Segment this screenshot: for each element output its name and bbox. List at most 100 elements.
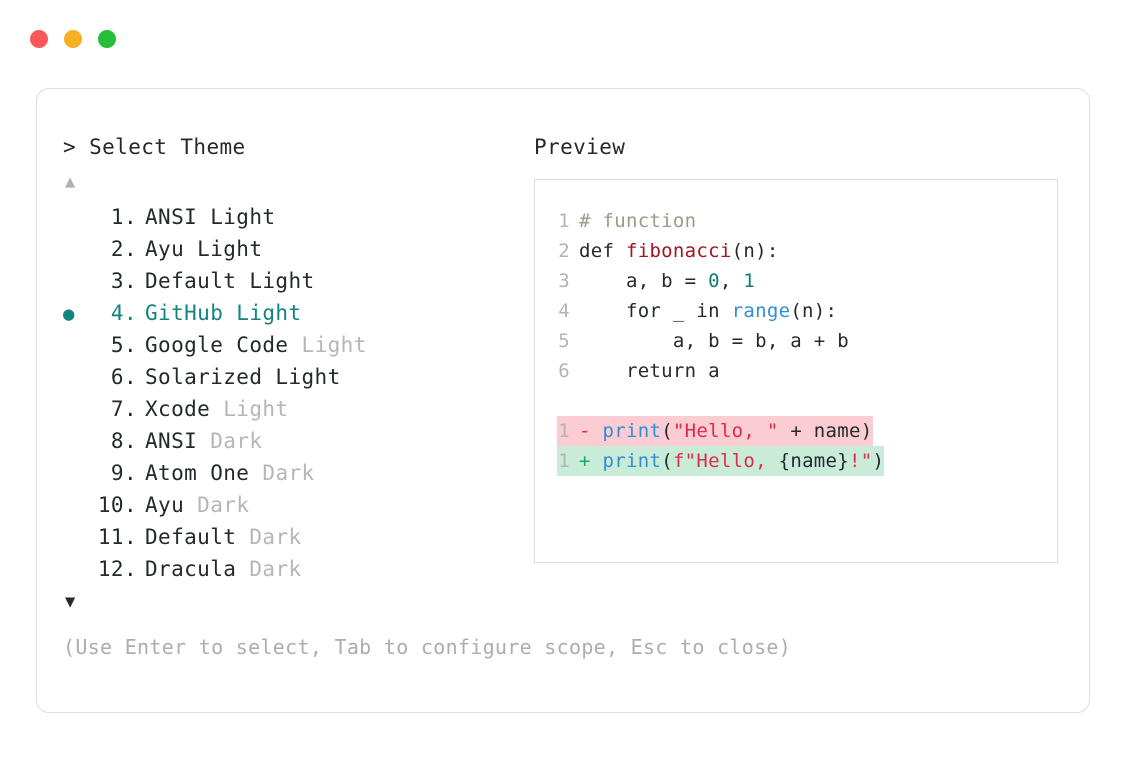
code-line: 1 # function [557,206,1057,236]
theme-item-variant: Dark [184,493,250,517]
theme-list-item[interactable]: 7. Xcode Light [63,393,533,425]
code-token: (n): [790,300,838,322]
line-number: 5 [558,330,570,352]
theme-item-name: GitHub Light [145,301,302,325]
close-window-button[interactable] [30,30,48,48]
code-token: !" [849,450,873,472]
theme-item-name: Dracula [145,557,237,581]
code-line: 5 a, b = b, a + b [557,326,1057,356]
code-token: "Hello, " [672,420,779,442]
code-token: f"Hello, [672,450,779,472]
theme-item-index: 2. [110,237,137,261]
theme-item-name: Google Code [145,333,289,357]
code-token: + name) [778,420,873,442]
theme-list-item[interactable]: 9. Atom One Dark [63,457,533,489]
theme-item-variant: Dark [249,461,315,485]
code-token: ( [661,420,673,442]
diff-highlight: 1- print("Hello, " + name) [557,416,873,446]
line-number: 3 [558,270,570,292]
code-token: ) [872,450,885,472]
code-token: ( [661,450,673,472]
spacer [137,361,145,393]
theme-item-index: 10. [97,493,137,517]
theme-item-variant: Light [210,397,289,421]
theme-list-item[interactable]: 3. Default Light [63,265,533,297]
theme-item-name: Solarized Light [145,365,341,389]
spacer [137,201,145,233]
code-token: 1 [743,270,756,292]
spacer [137,329,145,361]
theme-item-name: Atom One [145,461,250,485]
spacer [137,553,145,585]
spacer [137,233,145,265]
diff-marker: - [579,420,603,442]
code-token: for _ in [579,300,732,322]
code-token: range [731,300,791,322]
code-token: , [719,270,744,292]
theme-item-name: Ayu Light [145,237,263,261]
code-token: print [602,420,662,442]
theme-item-index: 1. [110,205,137,229]
spacer [137,265,145,297]
theme-item-index: 12. [97,557,137,581]
theme-list-item[interactable]: ●4. GitHub Light [63,297,533,329]
code-token: {name} [778,450,850,472]
diff-line: 1- print("Hello, " + name) [557,416,1057,446]
spacer [137,457,145,489]
code-token: fibonacci [625,240,732,262]
selected-bullet-icon: ● [63,303,75,325]
theme-list-item[interactable]: 8. ANSI Dark [63,425,533,457]
line-number: 6 [558,360,570,382]
theme-list-item[interactable]: 2. Ayu Light [63,233,533,265]
line-number: 1 [558,420,570,442]
spacer [137,521,145,553]
theme-list-item[interactable]: 12. Dracula Dark [63,553,533,585]
code-blank-line [557,386,1057,416]
theme-item-name: ANSI Light [145,205,276,229]
diff-marker: + [579,450,603,472]
theme-item-index: 6. [110,365,137,389]
theme-item-name: Default [145,525,237,549]
spacer [137,489,145,521]
line-number: 1 [558,210,570,232]
scroll-up-arrow[interactable]: ▲ [65,172,76,192]
code-token: 0 [708,270,720,292]
minimize-window-button[interactable] [64,30,82,48]
theme-item-name: Ayu [145,493,185,517]
code-token: print [602,450,662,472]
scroll-down-arrow[interactable]: ▼ [65,592,76,612]
theme-list-item[interactable]: 11. Default Dark [63,521,533,553]
theme-list-item[interactable]: 5. Google Code Light [63,329,533,361]
theme-item-variant: Dark [197,429,263,453]
theme-item-variant: Light [288,333,367,357]
code-token: def [579,240,626,262]
code-token: (n): [731,240,779,262]
line-number: 1 [558,450,570,472]
line-number: 4 [558,300,570,322]
theme-item-index: 3. [110,269,137,293]
diff-line: 1 + print(f"Hello, {name}!") [557,446,1057,476]
theme-item-name: Default Light [145,269,315,293]
theme-list-item[interactable]: 10. Ayu Dark [63,489,533,521]
zoom-window-button[interactable] [98,30,116,48]
diff-highlight: 1 + print(f"Hello, {name}!") [557,446,885,476]
theme-item-index: 9. [110,461,137,485]
theme-list-item[interactable]: 6. Solarized Light [63,361,533,393]
spacer [137,297,145,329]
theme-item-index: 7. [110,397,137,421]
code-line: 4 for _ in range(n): [557,296,1057,326]
theme-list-item[interactable]: 1. ANSI Light [63,201,533,233]
code-token: return a [579,360,720,382]
theme-item-variant: Dark [236,557,302,581]
spacer [137,393,145,425]
theme-item-variant: Dark [236,525,302,549]
page-title: > Select Theme [63,135,246,159]
code-token: # function [579,210,697,232]
theme-item-name: Xcode [145,397,211,421]
